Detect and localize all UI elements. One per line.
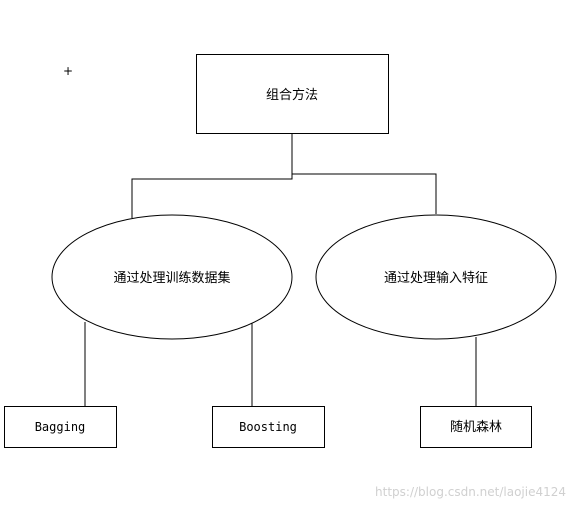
- root-node: 组合方法: [196, 54, 389, 134]
- branch-node-input-features: 通过处理输入特征: [315, 214, 557, 340]
- branch-node-input-features-label: 通过处理输入特征: [384, 270, 488, 286]
- connectors: [84, 134, 477, 406]
- connector-root-to-branch-left: [131, 134, 293, 218]
- leaf-node-bagging-label: Bagging: [35, 420, 86, 434]
- leaf-node-bagging: Bagging: [4, 406, 117, 448]
- branch-node-training-data: 通过处理训练数据集: [51, 214, 293, 340]
- watermark-text: https://blog.csdn.net/laojie4124: [375, 485, 566, 499]
- leaf-node-boosting: Boosting: [212, 406, 325, 448]
- leaf-node-boosting-box: [212, 406, 325, 448]
- leaf-node-random-forest-box: [420, 406, 532, 448]
- branch-node-training-data-ellipse: [51, 214, 293, 340]
- leaf-node-random-forest-label: 随机森林: [450, 420, 502, 435]
- connector-root-to-branch-right: [292, 173, 437, 214]
- branch-node-training-data-label: 通过处理训练数据集: [113, 270, 230, 286]
- branch-node-input-features-ellipse: [315, 214, 557, 340]
- root-node-box: [196, 54, 389, 134]
- leaf-node-bagging-box: [4, 406, 117, 448]
- root-node-label: 组合方法: [266, 87, 318, 103]
- leaf-node-boosting-label: Boosting: [239, 420, 297, 434]
- leaf-node-random-forest: 随机森林: [420, 406, 532, 448]
- crosshair-cursor-icon: +: [63, 64, 73, 78]
